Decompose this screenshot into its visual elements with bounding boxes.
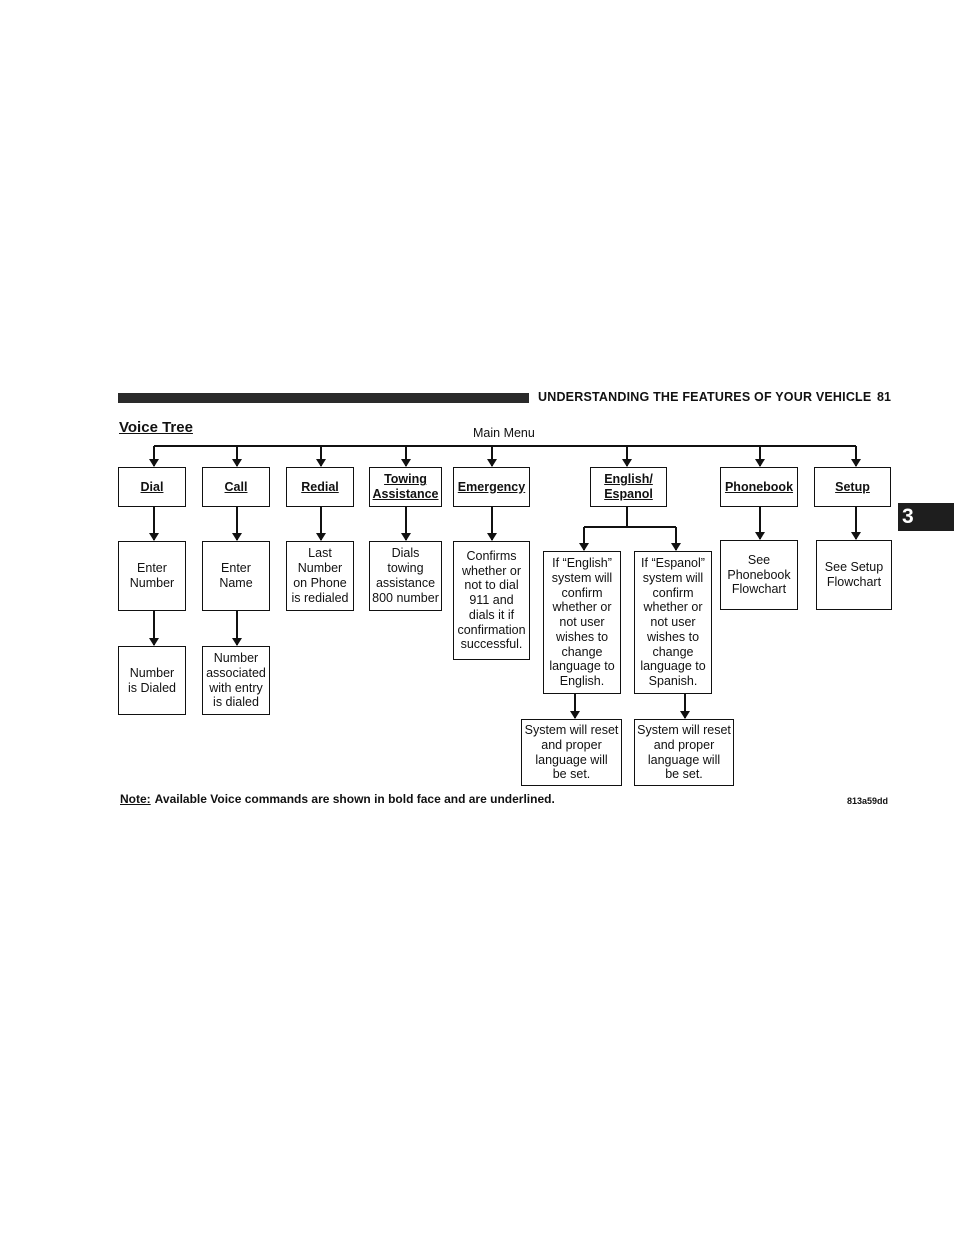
confirms-911-box: Confirms whether or not to dial 911 and … <box>453 541 530 660</box>
note-text: Available Voice commands are shown in bo… <box>154 792 555 806</box>
call-command-box: Call <box>202 467 270 507</box>
main-menu-label: Main Menu <box>473 426 535 440</box>
diagram-title: Voice Tree <box>119 419 193 436</box>
emergency-command-box: Emergency <box>453 467 530 507</box>
reset-espanol-box: System will reset and proper language wi… <box>634 719 734 786</box>
last-number-box: Last Number on Phone is redialed <box>286 541 354 611</box>
redial-command-box: Redial <box>286 467 354 507</box>
towing-command-box: Towing Assistance <box>369 467 442 507</box>
page-number: 81 <box>877 390 891 404</box>
if-espanol-box: If “Espanol” system will confirm whether… <box>634 551 712 694</box>
see-phonebook-box: See Phonebook Flowchart <box>720 540 798 610</box>
language-command-box: English/ Espanol <box>590 467 667 507</box>
header-rule <box>118 393 529 403</box>
figure-reference: 813a59dd <box>847 796 889 806</box>
phonebook-command-box: Phonebook <box>720 467 798 507</box>
enter-name-box: Enter Name <box>202 541 270 611</box>
reset-english-box: System will reset and proper language wi… <box>521 719 622 786</box>
enter-number-box: Enter Number <box>118 541 186 611</box>
note: Note:Available Voice commands are shown … <box>120 792 555 806</box>
number-associated-box: Number associated with entry is dialed <box>202 646 270 715</box>
number-dialed-box: Number is Dialed <box>118 646 186 715</box>
setup-command-box: Setup <box>814 467 891 507</box>
if-english-box: If “English” system will confirm whether… <box>543 551 621 694</box>
see-setup-box: See Setup Flowchart <box>816 540 892 610</box>
dials-towing-box: Dials towing assistance 800 number <box>369 541 442 611</box>
section-title: UNDERSTANDING THE FEATURES OF YOUR VEHIC… <box>538 390 872 404</box>
note-label: Note: <box>120 792 151 806</box>
dial-command-box: Dial <box>118 467 186 507</box>
chapter-tab: 3 <box>898 503 954 531</box>
